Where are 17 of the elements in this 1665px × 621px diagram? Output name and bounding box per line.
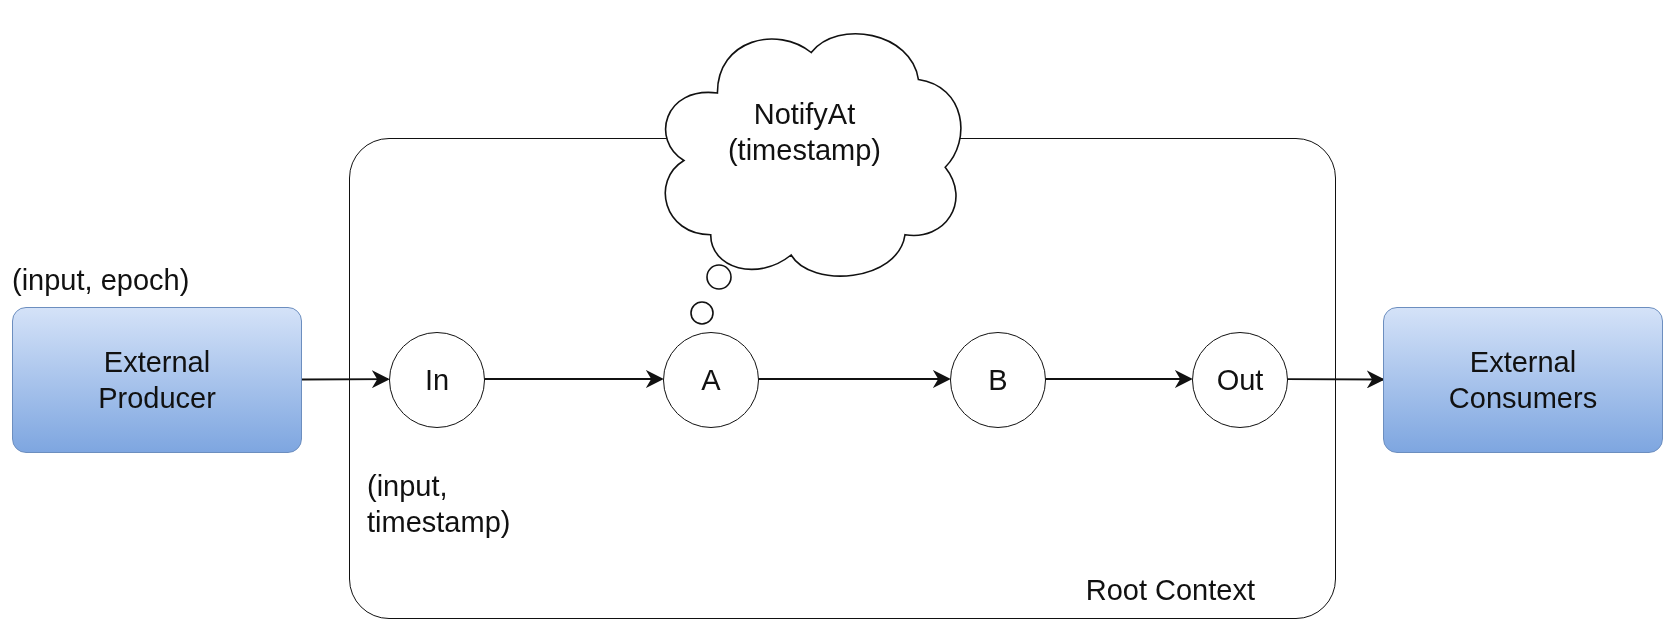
- arrow: [757, 370, 951, 388]
- consumer-box: [1383, 307, 1663, 453]
- node-label: Out: [1216, 362, 1264, 398]
- node-label: In: [424, 362, 450, 398]
- arrow: [1286, 370, 1385, 389]
- producer-box: [12, 307, 302, 453]
- arrow: [483, 370, 664, 388]
- container-title: Root Context: [1085, 572, 1255, 608]
- annotation-text: (input, epoch): [12, 263, 191, 298]
- cloud-text: NotifyAt (timestamp): [726, 96, 883, 168]
- node-label: A: [701, 362, 721, 398]
- annotation-text: (input, timestamp): [367, 469, 512, 541]
- arrow: [1044, 370, 1193, 388]
- arrow: [301, 370, 390, 389]
- node-label: B: [988, 362, 1008, 398]
- node-label: External Consumers: [1447, 344, 1599, 416]
- node-label: External Producer: [97, 344, 217, 416]
